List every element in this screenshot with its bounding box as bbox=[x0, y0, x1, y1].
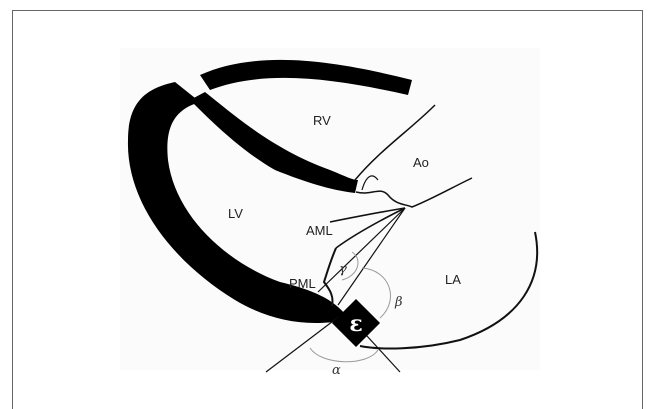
label-lv: LV bbox=[228, 206, 243, 221]
label-aml: AML bbox=[306, 223, 333, 238]
label-la: LA bbox=[445, 272, 461, 287]
label-beta: β bbox=[394, 295, 403, 310]
epsilon-label: ε bbox=[349, 311, 362, 337]
label-gamma: γ bbox=[339, 262, 347, 277]
label-rv: RV bbox=[313, 113, 331, 128]
label-pml: PML bbox=[289, 276, 316, 291]
label-alpha: α bbox=[332, 363, 341, 378]
label-ao: Ao bbox=[413, 155, 429, 170]
